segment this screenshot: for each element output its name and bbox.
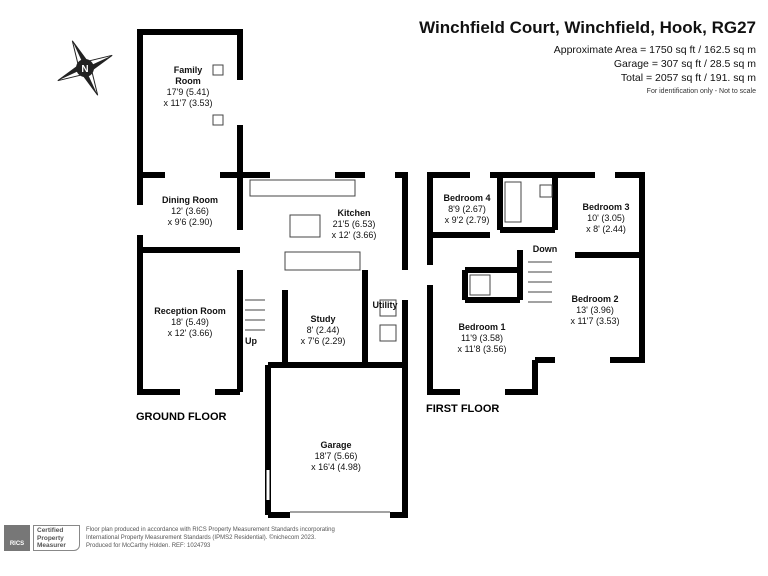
room-dim: x 8' (2.44) — [586, 224, 626, 234]
total-area: Total = 2057 sq ft / 191. sq m — [620, 72, 756, 84]
room-dim: 13' (3.96) — [576, 305, 614, 315]
compass-label: N — [81, 64, 88, 75]
property-title: Winchfield Court, Winchfield, Hook, RG27 — [419, 18, 756, 37]
room-dim: x 7'6 (2.29) — [301, 336, 346, 346]
room-dim: x 9'6 (2.90) — [168, 217, 213, 227]
room-dim: x 11'8 (3.56) — [457, 344, 506, 354]
badge-line: Measurer — [37, 542, 66, 549]
room-name-kitchen: Kitchen — [337, 208, 370, 218]
badge-line: Property — [37, 534, 64, 542]
room-dim: 17'9 (5.41) — [167, 87, 210, 97]
footer-disclaimer: Floor plan produced in accordance with R… — [86, 526, 386, 550]
room-name-bedroom-3: Bedroom 3 — [582, 202, 629, 212]
room-dim: 10' (3.05) — [587, 213, 625, 223]
room-dim: x 12' (3.66) — [168, 328, 213, 338]
first-floor-label: FIRST FLOOR — [426, 403, 499, 415]
room-name-bedroom-2: Bedroom 2 — [571, 294, 618, 304]
garage-area: Garage = 307 sq ft / 28.5 sq m — [613, 58, 756, 70]
footer-line: Produced for McCarthy Holden. REF: 10247… — [86, 543, 211, 549]
scale-note: For identification only - Not to scale — [646, 88, 756, 95]
room-name-bedroom-1: Bedroom 1 — [458, 322, 505, 332]
room-name-study: Study — [310, 314, 335, 324]
room-name-reception: Reception Room — [154, 306, 226, 316]
compass-icon — [57, 40, 113, 96]
room-dim: x 11'7 (3.53) — [570, 316, 619, 326]
ground-floor-label: GROUND FLOOR — [136, 411, 226, 423]
room-dim: 12' (3.66) — [171, 206, 209, 216]
room-dim: x 9'2 (2.79) — [445, 215, 490, 225]
stairs-up-label: Up — [245, 336, 257, 346]
approximate-area: Approximate Area = 1750 sq ft / 162.5 sq… — [553, 44, 756, 56]
room-dim: 11'9 (3.58) — [461, 333, 503, 343]
certified-measurer-label: Certified Property Measurer — [33, 525, 80, 551]
first-floor-fixtures — [469, 181, 553, 303]
room-dim: 18' (5.49) — [171, 317, 209, 327]
first-floor-walls — [427, 172, 645, 395]
ground-floor-fixtures — [212, 64, 397, 513]
room-name-family: Family — [174, 65, 203, 75]
room-dim: x 16'4 (4.98) — [311, 462, 361, 472]
room-dim: 21'5 (6.53) — [333, 219, 376, 229]
room-name-bedroom-4: Bedroom 4 — [443, 193, 490, 203]
rics-certified-badge: RICS Certified Property Measurer — [4, 525, 80, 551]
footer-line: Floor plan produced in accordance with R… — [86, 527, 335, 533]
room-dim: 18'7 (5.66) — [315, 451, 358, 461]
room-name-utility: Utility — [372, 300, 397, 310]
room-dim: 8'9 (2.67) — [448, 204, 486, 214]
badge-line: Certified — [37, 527, 64, 534]
room-name-garage: Garage — [320, 440, 351, 450]
rics-logo: RICS — [4, 525, 30, 551]
room-name-family-2: Room — [175, 76, 201, 86]
stairs-down-label: Down — [533, 244, 558, 254]
room-dim: 8' (2.44) — [307, 325, 340, 335]
room-name-dining: Dining Room — [162, 195, 218, 205]
room-dim: x 12' (3.66) — [332, 230, 377, 240]
room-dim: x 11'7 (3.53) — [163, 98, 212, 108]
footer-line: International Property Measurement Stand… — [86, 535, 316, 541]
